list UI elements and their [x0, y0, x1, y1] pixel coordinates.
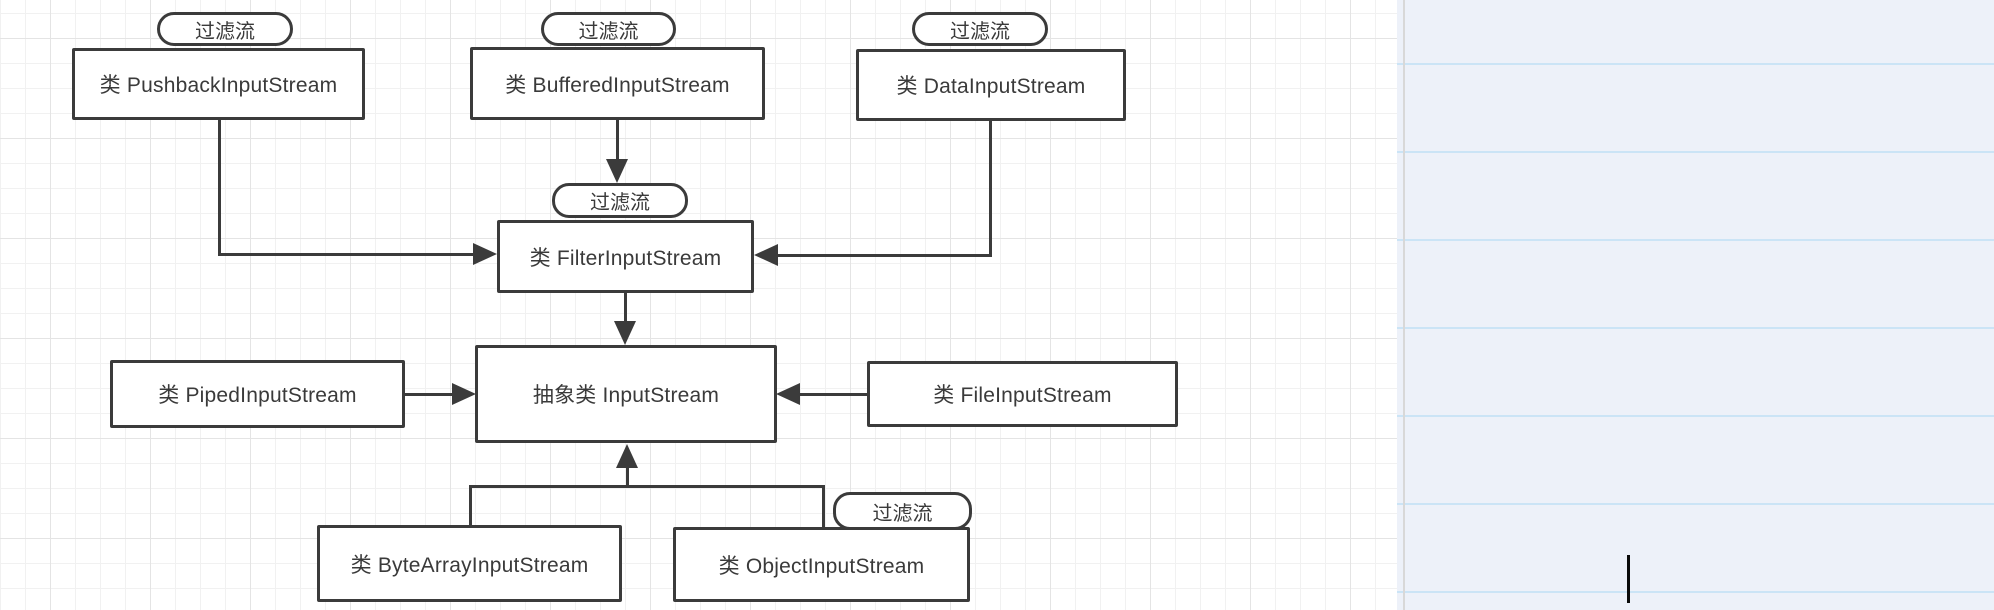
badge-filter-stream-buffered[interactable]: 过滤流	[541, 12, 676, 46]
node-label: 类 ObjectInputStream	[718, 554, 925, 578]
node-abstract-input-stream[interactable]: 抽象类 InputStream	[475, 345, 777, 443]
edge-segment	[626, 468, 629, 488]
edge-segment	[218, 253, 473, 256]
node-label: 类 FileInputStream	[933, 384, 1112, 407]
arrowhead-icon	[754, 244, 778, 266]
badge-filter-stream-object[interactable]: 过滤流	[833, 492, 972, 530]
edge-segment	[404, 393, 452, 396]
edge-segment	[778, 254, 992, 257]
node-piped-input-stream[interactable]: 类 PipedInputStream	[110, 360, 405, 428]
node-label: 抽象类 InputStream	[532, 384, 720, 407]
arrowhead-icon	[606, 159, 628, 183]
arrowhead-icon	[616, 444, 638, 468]
node-label: 类 FilterInputStream	[529, 246, 722, 270]
node-label: 类 DataInputStream	[896, 75, 1086, 98]
edge-segment	[469, 485, 472, 527]
node-object-input-stream[interactable]: 类 ObjectInputStream	[673, 527, 970, 602]
edge-segment	[624, 291, 627, 321]
note-panel[interactable]	[1397, 0, 1994, 610]
panel-divider-line	[1403, 0, 1405, 610]
arrowhead-icon	[776, 383, 800, 405]
badge-filter-stream-pushback[interactable]: 过滤流	[157, 12, 293, 46]
node-byte-array-input-stream[interactable]: 类 ByteArrayInputStream	[317, 525, 622, 602]
edge-segment	[616, 119, 619, 159]
node-label: 类 PipedInputStream	[158, 384, 357, 407]
node-label: 类 BufferedInputStream	[505, 73, 730, 97]
edge-segment	[989, 119, 992, 257]
node-file-input-stream[interactable]: 类 FileInputStream	[867, 361, 1178, 427]
node-label: 类 PushbackInputStream	[99, 74, 338, 97]
node-filter-input-stream[interactable]: 类 FilterInputStream	[497, 220, 754, 293]
arrowhead-icon	[614, 321, 636, 345]
node-pushback-input-stream[interactable]: 类 PushbackInputStream	[72, 48, 365, 120]
node-buffered-input-stream[interactable]: 类 BufferedInputStream	[470, 47, 765, 120]
edge-segment	[218, 119, 221, 256]
arrowhead-icon	[452, 383, 476, 405]
arrowhead-icon	[473, 243, 497, 265]
badge-filter-stream-filter[interactable]: 过滤流	[552, 183, 688, 218]
text-cursor-caret	[1627, 555, 1630, 603]
edge-segment	[800, 393, 868, 396]
badge-filter-stream-data[interactable]: 过滤流	[912, 12, 1048, 46]
node-label: 类 ByteArrayInputStream	[350, 553, 589, 577]
edge-segment	[822, 485, 825, 529]
edge-segment	[469, 485, 825, 488]
node-data-input-stream[interactable]: 类 DataInputStream	[856, 49, 1126, 121]
